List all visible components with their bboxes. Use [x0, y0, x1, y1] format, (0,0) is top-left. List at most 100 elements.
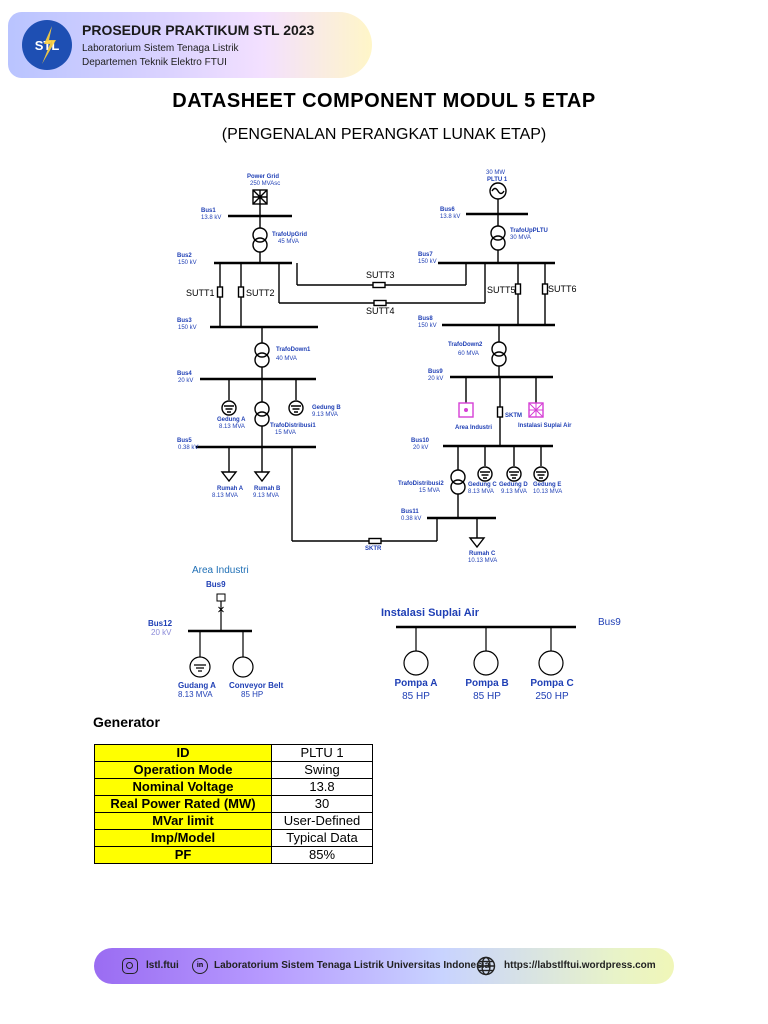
svg-text:150 kV: 150 kV [178, 325, 197, 331]
trafo-up-pltu-icon [490, 225, 506, 241]
rumah-c-load-icon [468, 537, 486, 549]
svg-text:13.8 kV: 13.8 kV [201, 215, 221, 221]
trafo-down2-icon [491, 341, 507, 357]
header-lab-name: Laboratorium Sistem Tenaga Listrik [82, 43, 239, 54]
svg-text:0.38 kV: 0.38 kV [401, 516, 421, 522]
svg-text:TrafoDistribusi2: TrafoDistribusi2 [398, 481, 444, 487]
svg-text:TrafoDown1: TrafoDown1 [276, 347, 311, 353]
svg-text:Bus9: Bus9 [428, 369, 443, 375]
svg-text:Bus2: Bus2 [177, 253, 192, 259]
svg-text:Gedung D: Gedung D [499, 482, 528, 488]
svg-text:150 kV: 150 kV [418, 323, 437, 329]
svg-text:Bus8: Bus8 [418, 316, 433, 322]
svg-text:9.13 MVA: 9.13 MVA [253, 493, 279, 499]
svg-text:Bus10: Bus10 [411, 438, 430, 444]
trafo-dist1-icon [254, 401, 270, 417]
svg-text:150 kV: 150 kV [178, 260, 197, 266]
svg-text:9.13 MVA: 9.13 MVA [501, 489, 527, 495]
svg-text:20 kV: 20 kV [151, 628, 172, 637]
svg-text:Area Industri: Area Industri [192, 565, 249, 576]
svg-text:SKTR: SKTR [365, 546, 382, 552]
single-line-diagram: Power Grid Bus1 TrafoUpGrid Bus2 Bus3 Tr… [148, 170, 621, 702]
svg-text:20 kV: 20 kV [178, 378, 193, 384]
svg-text:SUTT4: SUTT4 [366, 306, 395, 316]
svg-text:Gedung A: Gedung A [217, 417, 246, 423]
svg-text:Bus5: Bus5 [177, 438, 192, 444]
svg-text:Rumah A: Rumah A [217, 486, 244, 492]
lab-logo: STL [22, 20, 72, 70]
svg-text:TrafoDistribusi1: TrafoDistribusi1 [270, 423, 316, 429]
svg-text:30 MVA: 30 MVA [510, 235, 531, 241]
page-title: DATASHEET COMPONENT MODUL 5 ETAP [172, 90, 596, 112]
footer-lab-name[interactable]: Laboratorium Sistem Tenaga Listrik Unive… [214, 960, 491, 971]
gedung-b-icon [288, 400, 304, 416]
svg-text:Bus7: Bus7 [418, 252, 433, 258]
header-title: PROSEDUR PRAKTIKUM STL 2023 [82, 22, 315, 38]
svg-text:20 kV: 20 kV [428, 376, 443, 382]
svg-text:15 MVA: 15 MVA [275, 430, 296, 436]
header-department: Departemen Teknik Elektro FTUI [82, 57, 227, 68]
linkedin-icon: in [192, 958, 208, 974]
website-link[interactable]: https://labstlftui.wordpress.com [504, 960, 656, 971]
instagram-handle[interactable]: lstl.ftui [146, 960, 179, 971]
svg-text:TrafoUpGrid: TrafoUpGrid [272, 232, 307, 238]
gedung-e-icon [533, 466, 549, 482]
svg-text:8.13 MVA: 8.13 MVA [219, 424, 245, 430]
generator-section-label: Generator [93, 714, 160, 730]
svg-text:10.13 MVA: 10.13 MVA [468, 558, 497, 564]
svg-text:15 MVA: 15 MVA [419, 488, 440, 494]
svg-text:SUTT6: SUTT6 [548, 284, 577, 294]
svg-text:Conveyor Belt: Conveyor Belt [229, 681, 284, 690]
svg-text:Rumah C: Rumah C [469, 551, 496, 557]
svg-text:SUTT1: SUTT1 [186, 288, 215, 298]
svg-text:Gudang A: Gudang A [178, 681, 216, 690]
gedung-c-icon [477, 466, 493, 482]
svg-text:Gedung E: Gedung E [533, 482, 561, 488]
gedung-a-icon [221, 400, 237, 416]
svg-text:Gedung B: Gedung B [312, 405, 341, 411]
svg-text:Area Industri: Area Industri [455, 425, 492, 431]
area-industri-diagram: Area Industri Bus9 Bus12 20 kV Gudang A … [148, 565, 284, 699]
svg-text:Bus9: Bus9 [206, 580, 226, 589]
svg-text:0.38 kV: 0.38 kV [178, 445, 198, 451]
gudang-a-icon [189, 656, 211, 678]
svg-text:Rumah B: Rumah B [254, 486, 281, 492]
svg-text:Instalasi Suplai Air: Instalasi Suplai Air [518, 423, 572, 429]
svg-text:Bus3: Bus3 [177, 318, 192, 324]
svg-text:Power Grid: Power Grid [247, 174, 279, 180]
svg-text:8.13 MVA: 8.13 MVA [212, 493, 238, 499]
pompa-b-icon [473, 650, 499, 676]
svg-text:10.13 MVA: 10.13 MVA [533, 489, 562, 495]
svg-text:250 MVAsc: 250 MVAsc [250, 181, 280, 187]
svg-text:9.13 MVA: 9.13 MVA [312, 412, 338, 418]
svg-text:Bus1: Bus1 [201, 208, 216, 214]
svg-text:Instalasi Suplai Air: Instalasi Suplai Air [381, 607, 480, 619]
svg-text:150 kV: 150 kV [418, 259, 437, 265]
svg-text:20 kV: 20 kV [413, 445, 428, 451]
svg-text:85 HP: 85 HP [241, 690, 263, 699]
svg-text:60 MVA: 60 MVA [458, 351, 479, 357]
svg-text:SUTT2: SUTT2 [246, 288, 275, 298]
svg-text:40 MVA: 40 MVA [276, 356, 297, 362]
conveyor-motor-icon [232, 656, 254, 678]
svg-text:Bus11: Bus11 [401, 509, 419, 515]
trafo-down1-icon [254, 342, 270, 358]
table-row: Real Power Rated (MW)30 [94, 795, 373, 813]
svg-text:TrafoDown2: TrafoDown2 [448, 342, 483, 348]
svg-text:PLTU 1: PLTU 1 [487, 177, 508, 183]
svg-text:Bus6: Bus6 [440, 207, 455, 213]
svg-text:Bus12: Bus12 [148, 619, 173, 628]
svg-text:85 HP: 85 HP [402, 691, 430, 702]
svg-text:TrafoUpPLTU: TrafoUpPLTU [510, 228, 548, 234]
rumah-a-load-icon [220, 471, 238, 483]
page-subtitle: (PENGENALAN PERANGKAT LUNAK ETAP) [221, 126, 547, 143]
svg-text:13.8 kV: 13.8 kV [440, 214, 460, 220]
svg-text:8.13 MVA: 8.13 MVA [468, 489, 494, 495]
